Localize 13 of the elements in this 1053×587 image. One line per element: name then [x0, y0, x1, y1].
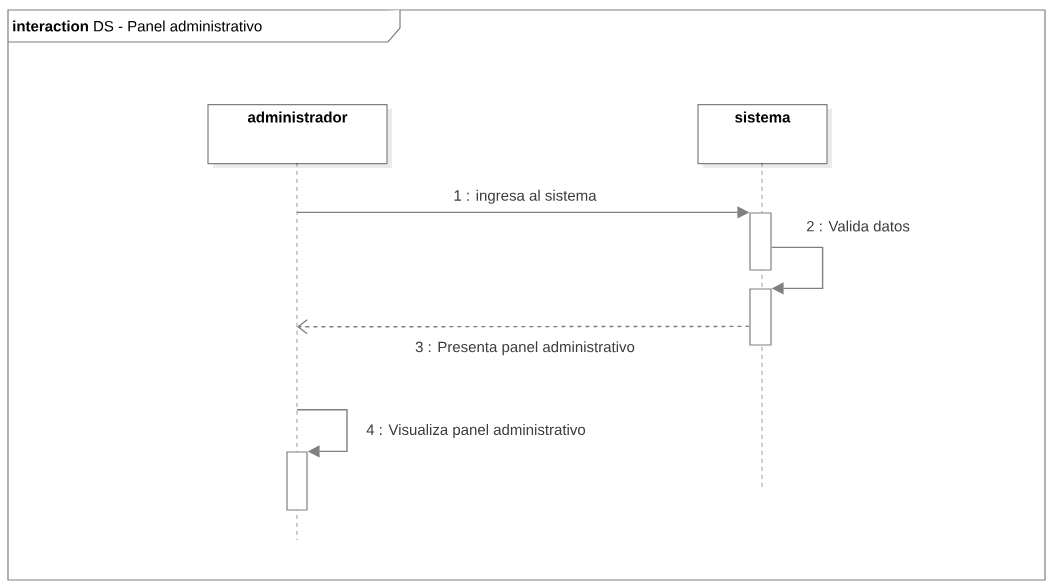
message-label: 4 : Visualiza panel administrativo: [365, 423, 587, 439]
activation-bar: [286, 451, 308, 511]
activation-bar: [749, 212, 772, 271]
message-arrow: [296, 409, 348, 458]
lifeline-head: administrador: [207, 104, 392, 168]
message-arrow: [770, 246, 824, 295]
message-arrow: [297, 319, 751, 335]
message-label: 3 : Presenta panel administrativo: [414, 340, 636, 357]
lifeline-head: sistema: [697, 104, 832, 168]
frame-title: interaction DS - Panel administrativo: [7, 9, 401, 43]
activation-bar: [749, 288, 772, 346]
message-label: 2 : Valida datos: [805, 219, 911, 233]
message-label: 1 : ingresa al sistema: [452, 188, 598, 205]
